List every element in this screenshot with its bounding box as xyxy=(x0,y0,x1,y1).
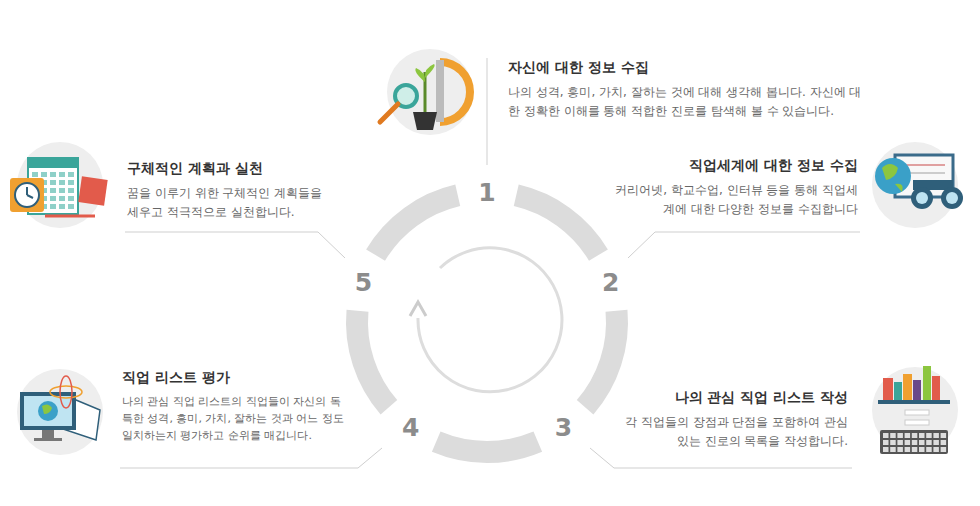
key xyxy=(890,433,896,438)
key xyxy=(919,447,925,452)
arrow-head xyxy=(410,302,426,316)
key xyxy=(941,440,947,445)
calendar-cell xyxy=(32,172,38,177)
key xyxy=(905,440,911,445)
calendar-cell xyxy=(68,196,74,201)
key xyxy=(897,433,903,438)
ring-segment xyxy=(436,442,538,452)
key xyxy=(926,440,932,445)
key xyxy=(933,447,939,452)
evaluation-icon xyxy=(17,369,103,455)
step-heading: 직업세계에 대한 정보 수집 xyxy=(608,155,858,175)
step-block: 직업세계에 대한 정보 수집커리어넷, 학교수업, 인터뷰 등을 통해 직업세계… xyxy=(608,155,858,219)
calendar-cell xyxy=(59,188,65,193)
calendar-cell xyxy=(50,188,56,193)
ring-segment xyxy=(585,311,617,408)
step-heading: 직업 리스트 평가 xyxy=(122,367,350,387)
key xyxy=(897,440,903,445)
key xyxy=(926,447,932,452)
step-number: 5 xyxy=(355,269,372,294)
key xyxy=(890,447,896,452)
calendar-cell xyxy=(50,196,56,201)
key xyxy=(897,447,903,452)
plan-icon xyxy=(10,142,108,228)
calendar-cell xyxy=(68,188,74,193)
step-heading: 자신에 대한 정보 수집 xyxy=(508,57,868,77)
key xyxy=(919,440,925,445)
key xyxy=(905,447,911,452)
cycle-arrow xyxy=(418,248,562,392)
step-description: 나의 관심 직업 리스트의 직업들이 자신의 독특한 성격, 흥미, 가치, 잘… xyxy=(122,393,350,444)
ring-segment xyxy=(516,195,598,255)
calendar-cell xyxy=(68,180,74,185)
key xyxy=(933,440,939,445)
step-block: 직업 리스트 평가나의 관심 직업 리스트의 직업들이 자신의 독특한 성격, … xyxy=(122,367,350,444)
step-number: 3 xyxy=(555,415,572,440)
step-heading: 나의 관심 직업 리스트 작성 xyxy=(618,387,848,407)
self-info-icon xyxy=(380,49,473,135)
key xyxy=(919,433,925,438)
key xyxy=(912,447,918,452)
key xyxy=(933,433,939,438)
key xyxy=(926,433,932,438)
step-number: 2 xyxy=(602,269,619,294)
calendar-cell xyxy=(59,180,65,185)
step-number: 1 xyxy=(478,180,495,205)
step-block: 자신에 대한 정보 수집나의 성격, 흥미, 가치, 잘하는 것에 대해 생각해… xyxy=(508,57,868,121)
key xyxy=(912,433,918,438)
key xyxy=(883,447,889,452)
calendar-cell xyxy=(50,172,56,177)
key xyxy=(941,433,947,438)
calendar-cell xyxy=(50,180,56,185)
key xyxy=(883,440,889,445)
calendar-cell xyxy=(59,204,65,209)
cycle-ring xyxy=(357,195,617,452)
world-info-icon xyxy=(872,142,963,228)
step-heading: 구체적인 계획과 실천 xyxy=(127,158,327,178)
step-block: 구체적인 계획과 실천꿈을 이루기 위한 구체적인 계획들을 세우고 적극적으로… xyxy=(127,158,327,222)
calendar-cell xyxy=(59,196,65,201)
calendar-cell xyxy=(68,204,74,209)
key xyxy=(883,433,889,438)
step-description: 커리어넷, 학교수업, 인터뷰 등을 통해 직업세계에 대한 다양한 정보를 수… xyxy=(608,181,858,219)
leader-line xyxy=(120,58,860,468)
step-description: 나의 성격, 흥미, 가치, 잘하는 것에 대해 생각해 봅니다. 자신에 대한… xyxy=(508,83,868,121)
calendar-cell xyxy=(68,172,74,177)
step-description: 각 직업들의 장점과 단점을 포함하여 관심 있는 진로의 목록을 작성합니다. xyxy=(618,413,848,451)
list-icon xyxy=(872,366,958,454)
calendar-cell xyxy=(59,172,65,177)
ring-segment xyxy=(357,311,389,408)
step-description: 꿈을 이루기 위한 구체적인 계획들을 세우고 적극적으로 실천합니다. xyxy=(127,184,327,222)
step-block: 나의 관심 직업 리스트 작성각 직업들의 장점과 단점을 포함하여 관심 있는… xyxy=(618,387,848,451)
key xyxy=(905,433,911,438)
key xyxy=(890,440,896,445)
calendar-cell xyxy=(41,172,47,177)
key xyxy=(912,440,918,445)
ring-segment xyxy=(376,195,458,255)
step-number: 4 xyxy=(402,415,419,440)
key xyxy=(941,447,947,452)
calendar-cell xyxy=(50,204,56,209)
